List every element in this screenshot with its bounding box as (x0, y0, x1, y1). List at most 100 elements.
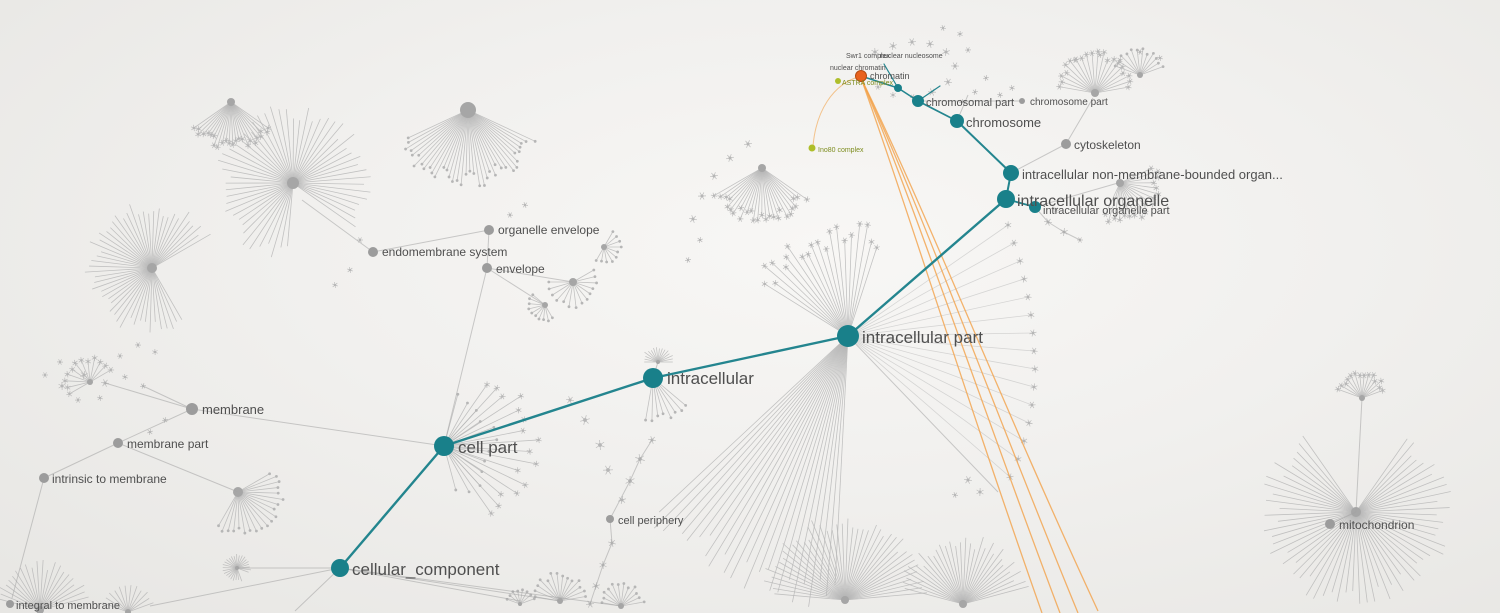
burst-node (726, 154, 734, 162)
cluster-hub-node[interactable] (125, 609, 131, 613)
node-cell-part[interactable] (434, 436, 454, 456)
burst-node (602, 465, 614, 475)
burst-node (770, 213, 777, 221)
burst-node (864, 221, 871, 228)
burst-node (743, 209, 751, 216)
burst-node (71, 359, 79, 367)
node-envelope[interactable] (482, 263, 492, 273)
label-chromosome-part: chromosome part (1030, 97, 1108, 108)
cluster-hub-node[interactable] (959, 600, 967, 608)
burst-node (116, 353, 124, 359)
burst-node (750, 217, 757, 224)
cluster-hub-node[interactable] (147, 263, 157, 273)
label-envelope: envelope (496, 262, 545, 276)
node-mitochondrion[interactable] (1325, 519, 1335, 529)
node-chromosome[interactable] (950, 114, 964, 128)
node-astra-complex[interactable] (835, 78, 841, 84)
node-intracellular-non-membrane-bounded-organelle[interactable] (1003, 165, 1019, 181)
burst-node (833, 223, 840, 231)
burst-node (1104, 57, 1111, 64)
graph-edge (1355, 397, 1363, 513)
cluster-hub-node[interactable] (87, 379, 93, 385)
node-membrane-part[interactable] (113, 438, 123, 448)
node-chromatin[interactable] (855, 70, 867, 82)
node-integral-to-membrane[interactable] (6, 600, 14, 608)
node-intracellular-organelle[interactable] (997, 190, 1015, 208)
fan-cluster (653, 335, 849, 607)
burst-node (997, 92, 1003, 98)
burst-node (1117, 56, 1123, 64)
graph-edge (372, 229, 490, 253)
node-ino80-complex[interactable] (808, 144, 816, 152)
node-path-junction[interactable] (894, 84, 902, 92)
fan-cluster (902, 537, 1029, 608)
leaf-edge (847, 335, 1025, 442)
burst-node (61, 377, 69, 385)
leaf-edge (847, 335, 1036, 370)
cluster-hub-node[interactable] (841, 596, 849, 604)
burst-node (1097, 52, 1103, 58)
burst-node (102, 362, 109, 369)
graph-edge (301, 199, 374, 253)
node-chromosome-part[interactable] (1019, 98, 1025, 104)
fan-cluster (533, 571, 587, 604)
node-chromosomal-part[interactable] (912, 95, 924, 107)
node-intracellular-part[interactable] (837, 325, 859, 347)
burst-node (889, 41, 897, 51)
cluster-hub-node[interactable] (601, 244, 607, 250)
burst-node (772, 279, 779, 287)
cluster-hub-node[interactable] (460, 102, 476, 118)
node-cell-periphery[interactable] (606, 515, 614, 523)
node-cellular-component[interactable] (331, 559, 349, 577)
burst-node (871, 47, 879, 57)
cluster-hub-node[interactable] (287, 177, 299, 189)
burst-node (205, 130, 212, 137)
cluster-hub-node[interactable] (227, 98, 235, 106)
node-membrane[interactable] (186, 403, 198, 415)
burst-node (69, 366, 76, 373)
burst-node (1131, 212, 1138, 219)
fan-cluster (644, 377, 688, 423)
burst-node (792, 203, 799, 210)
graph-edge (589, 585, 597, 605)
burst-node (1342, 380, 1350, 387)
burst-node (697, 236, 703, 244)
node-organelle-envelope[interactable] (484, 225, 494, 235)
node-intrinsic-to-membrane[interactable] (39, 473, 49, 483)
burst-node (134, 342, 142, 348)
fan-cluster (1263, 435, 1451, 604)
burst-node (787, 211, 795, 218)
cluster-hub-node[interactable] (518, 602, 522, 606)
orange-flow-edge (860, 77, 1079, 613)
cluster-hub-node[interactable] (1137, 72, 1143, 78)
node-intracellular[interactable] (643, 368, 663, 388)
burst-node (1138, 214, 1146, 221)
cluster-hub-node[interactable] (36, 606, 44, 613)
burst-node (971, 89, 979, 95)
burst-node (152, 348, 158, 356)
graph-edge (43, 442, 119, 479)
label-intracellular: intracellular (667, 369, 754, 388)
fan-cluster (404, 102, 537, 188)
burst-node (1149, 200, 1157, 208)
burst-node (210, 142, 218, 149)
burst-node (64, 370, 71, 378)
burst-node (950, 62, 960, 70)
graph-edge (486, 229, 490, 269)
burst-node (748, 207, 755, 214)
burst-node (684, 257, 692, 263)
cluster-hub-node[interactable] (758, 164, 766, 172)
burst-node (190, 124, 198, 132)
burst-node (1071, 57, 1079, 63)
node-cytoskeleton[interactable] (1061, 139, 1071, 149)
cluster-hub-node[interactable] (1116, 179, 1124, 187)
node-intracellular-organelle-part[interactable] (1029, 201, 1041, 213)
node-endomembrane-system[interactable] (368, 247, 378, 257)
fan-clusters (0, 47, 1451, 613)
fan-cluster (764, 518, 928, 604)
graph-edge (486, 267, 574, 283)
burst-node (1126, 213, 1133, 220)
cluster-hub-node[interactable] (1091, 89, 1099, 97)
burst-node (1126, 72, 1133, 79)
